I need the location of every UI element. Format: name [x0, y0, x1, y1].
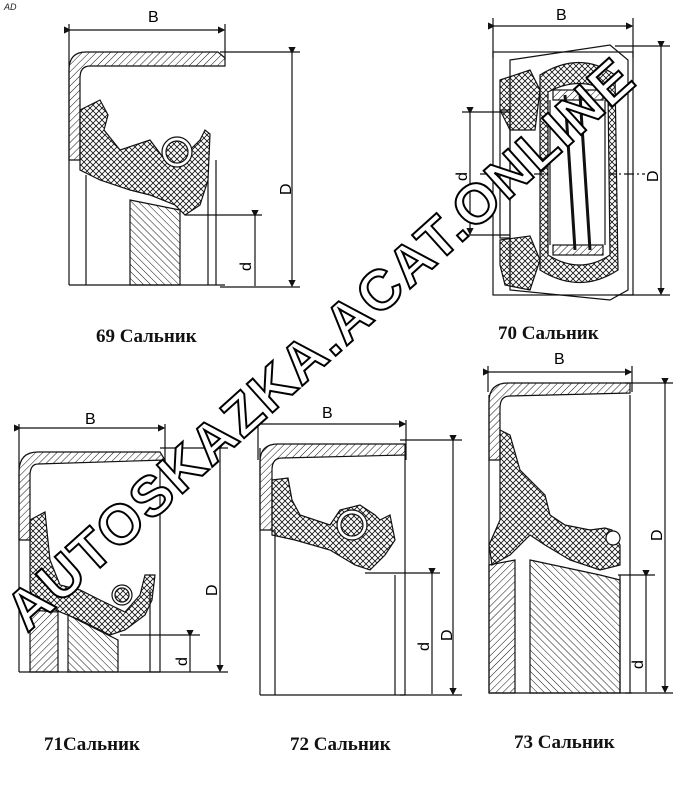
caption-70-title: Сальник	[521, 323, 599, 344]
corner-mark: AD	[4, 2, 17, 12]
caption-73: 73 Сальник	[514, 732, 615, 754]
seal-72-dim-d-inner: d	[416, 642, 433, 651]
caption-71: 71Сальник	[44, 734, 140, 756]
seal-73-drawing	[483, 366, 673, 694]
seal-71-dim-d-outer: D	[204, 584, 221, 596]
seal-70-dim-d-outer: D	[645, 170, 662, 182]
caption-70: 70 Сальник	[498, 323, 599, 345]
seal-73-dim-b: B	[554, 351, 565, 368]
seal-72-dim-b: B	[322, 405, 333, 422]
caption-71-number: 71	[44, 734, 63, 755]
seal-69-dim-d-outer: D	[278, 183, 295, 195]
seal-72-drawing	[253, 420, 462, 696]
seal-69-dim-d-inner: d	[238, 262, 255, 271]
seal-71-dim-b: B	[85, 411, 96, 428]
seal-70-drawing	[462, 18, 670, 301]
seal-69-dim-b: B	[148, 9, 159, 26]
caption-72-title: Сальник	[313, 734, 391, 755]
seal-70-dim-d-inner: d	[454, 172, 471, 181]
caption-73-title: Сальник	[537, 732, 615, 753]
seal-72-dim-d-outer: D	[439, 629, 456, 641]
seal-71-dim-d-inner: d	[174, 657, 191, 666]
caption-72: 72 Сальник	[290, 734, 391, 756]
caption-72-number: 72	[290, 734, 309, 755]
caption-71-title: Сальник	[63, 734, 140, 755]
seal-71-drawing	[14, 424, 228, 673]
seal-73-dim-d-outer: D	[649, 529, 666, 541]
caption-70-number: 70	[498, 323, 517, 344]
seal-70-dim-b: B	[556, 7, 567, 24]
caption-69-title: Сальник	[119, 326, 197, 347]
seal-69-drawing	[64, 24, 300, 288]
caption-69: 69 Сальник	[96, 326, 197, 348]
caption-73-number: 73	[514, 732, 533, 753]
seal-73-dim-d-inner: d	[630, 660, 647, 669]
caption-69-number: 69	[96, 326, 115, 347]
